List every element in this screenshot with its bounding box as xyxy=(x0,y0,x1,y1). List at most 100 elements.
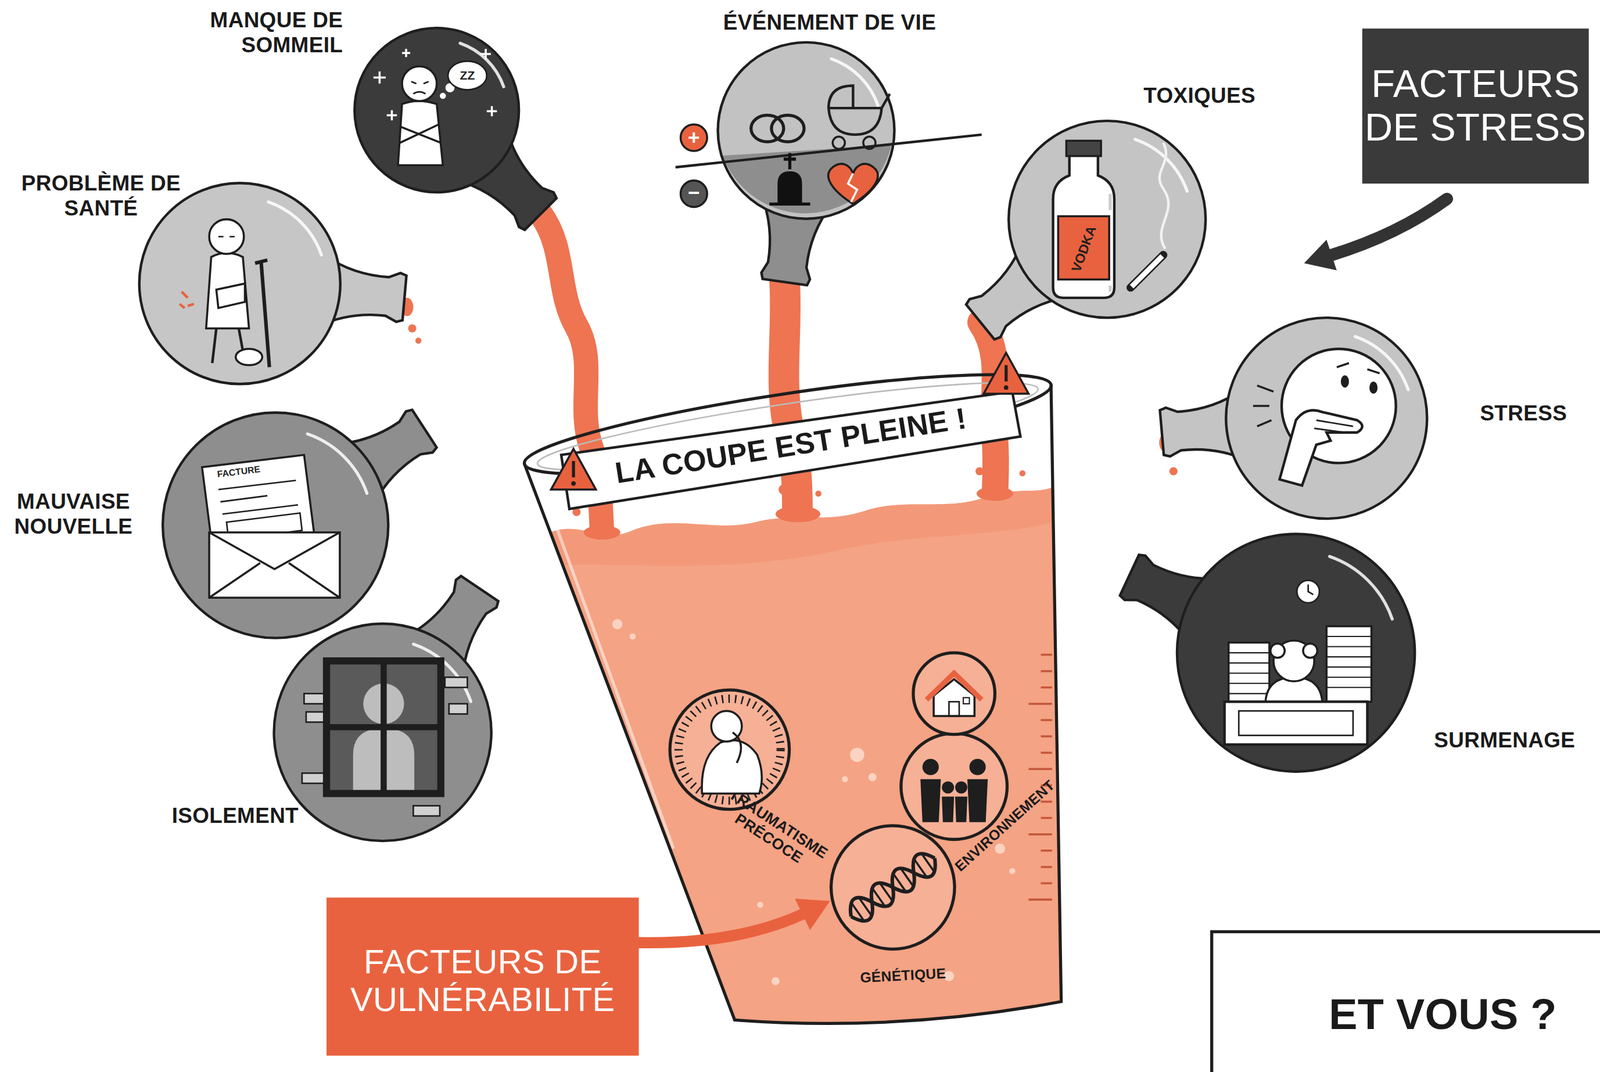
toxics-icon xyxy=(1066,140,1101,156)
environment-icon xyxy=(955,781,968,794)
trauma-icon xyxy=(732,732,741,764)
circle-outline xyxy=(831,826,956,950)
health-icon xyxy=(206,253,250,329)
glass-outline xyxy=(612,619,623,630)
pointer-arrow xyxy=(1331,198,1447,256)
life-event-icon xyxy=(751,115,784,142)
icon-text: FACTURE xyxy=(216,465,261,480)
life-event-icon xyxy=(675,85,982,208)
overwork-icon xyxy=(1326,626,1372,702)
icon-text: + xyxy=(687,127,701,149)
sleep-icon xyxy=(411,81,429,95)
double-circle-outline xyxy=(913,653,996,735)
trauma-icon xyxy=(678,698,781,802)
circle-outline xyxy=(1008,120,1206,318)
bad-news-icon xyxy=(209,532,340,598)
node-label: FACTEURS DE VULNÉRABILITÉ xyxy=(326,944,639,1020)
overwork-icon xyxy=(1224,580,1372,745)
glass-outline xyxy=(771,977,780,986)
circle-outline xyxy=(1008,120,1206,318)
trauma-icon xyxy=(678,698,781,802)
environment-icon xyxy=(920,779,941,823)
life-event-icon xyxy=(769,152,810,204)
life-event-icon xyxy=(863,136,876,149)
isolation-icon xyxy=(302,661,468,817)
node-label: MAUVAISE NOUVELLE xyxy=(2,489,146,538)
glass-outline xyxy=(775,506,821,523)
stress-icon xyxy=(1336,363,1380,374)
connector-line xyxy=(638,912,808,944)
toxics-icon xyxy=(1130,255,1164,288)
sleep-icon xyxy=(373,48,498,121)
circle-outline xyxy=(722,145,892,214)
node-label: ÉVÉNEMENT DE VIE xyxy=(697,10,963,35)
node-label: STRESS xyxy=(1472,400,1575,425)
overwork-icon xyxy=(1270,643,1286,659)
node-label: MANQUE DE SOMMEIL xyxy=(189,8,343,57)
glass-outline xyxy=(1003,385,1009,391)
environment-icon xyxy=(955,797,968,823)
pointer-arrow xyxy=(1304,198,1448,271)
liquid-stream xyxy=(540,214,605,572)
liquid-drip xyxy=(1169,467,1178,476)
dna-icon xyxy=(843,848,942,928)
overwork-icon xyxy=(1228,653,1270,694)
circle-outline xyxy=(307,433,367,494)
bad-news-icon xyxy=(202,454,340,598)
circle-outline xyxy=(1177,533,1415,772)
bad-news-icon xyxy=(218,480,299,515)
overwork-icon xyxy=(1238,711,1354,736)
node-label: PROBLÈME DE SANTÉ xyxy=(10,171,193,220)
circle-outline xyxy=(354,27,519,193)
stress-factors-box: FACTEURS DE STRESS xyxy=(1362,28,1589,184)
isolation-icon xyxy=(413,806,440,817)
double-circle-outline xyxy=(901,733,1008,841)
glass-outline xyxy=(612,619,1016,986)
environment-icon xyxy=(969,759,986,776)
circle-outline xyxy=(1225,317,1427,519)
circle-outline xyxy=(274,623,492,842)
overwork-icon xyxy=(1308,584,1314,595)
glass-outline xyxy=(757,902,764,909)
glass-outline xyxy=(1019,470,1026,477)
arrow-head xyxy=(794,899,830,931)
stress-icon xyxy=(1369,381,1378,394)
glass-outline xyxy=(975,467,984,476)
isolation-icon xyxy=(449,704,468,715)
overwork-icon xyxy=(1303,643,1318,659)
life-event-icon xyxy=(828,163,878,204)
life-event-icon xyxy=(777,171,802,204)
circle-outline xyxy=(162,412,389,638)
environment-icon xyxy=(941,797,954,823)
isolation-icon xyxy=(302,773,325,784)
glass-outline xyxy=(583,525,621,541)
stress-icon xyxy=(1314,420,1354,433)
stress-icon xyxy=(1253,385,1274,427)
toxics-icon xyxy=(1053,155,1115,299)
toxics-icon xyxy=(1159,142,1169,250)
icon-text: VODKA xyxy=(1068,224,1099,274)
life-event-icon xyxy=(848,173,858,203)
environment-icon xyxy=(926,673,982,701)
life-event-icon xyxy=(832,136,845,149)
circle-outline xyxy=(718,42,895,220)
glass-outline xyxy=(1004,365,1008,382)
life-event-icon xyxy=(771,115,805,142)
environment-icon xyxy=(967,779,988,823)
dna-icon xyxy=(851,854,934,921)
circle-outline xyxy=(718,42,895,220)
environment-icon xyxy=(920,759,988,823)
bad-news-icon xyxy=(209,532,340,598)
circle-outline xyxy=(1329,556,1393,620)
isolation-icon xyxy=(445,677,468,688)
circle-outline xyxy=(1225,317,1427,519)
life-event-icon xyxy=(680,180,708,208)
glass-outline xyxy=(841,776,849,784)
health-icon xyxy=(179,291,195,308)
node-label: TOXIQUES xyxy=(1130,83,1269,108)
health-icon xyxy=(235,349,263,366)
glass-outline xyxy=(994,844,1006,855)
overwork-icon xyxy=(1296,580,1320,604)
